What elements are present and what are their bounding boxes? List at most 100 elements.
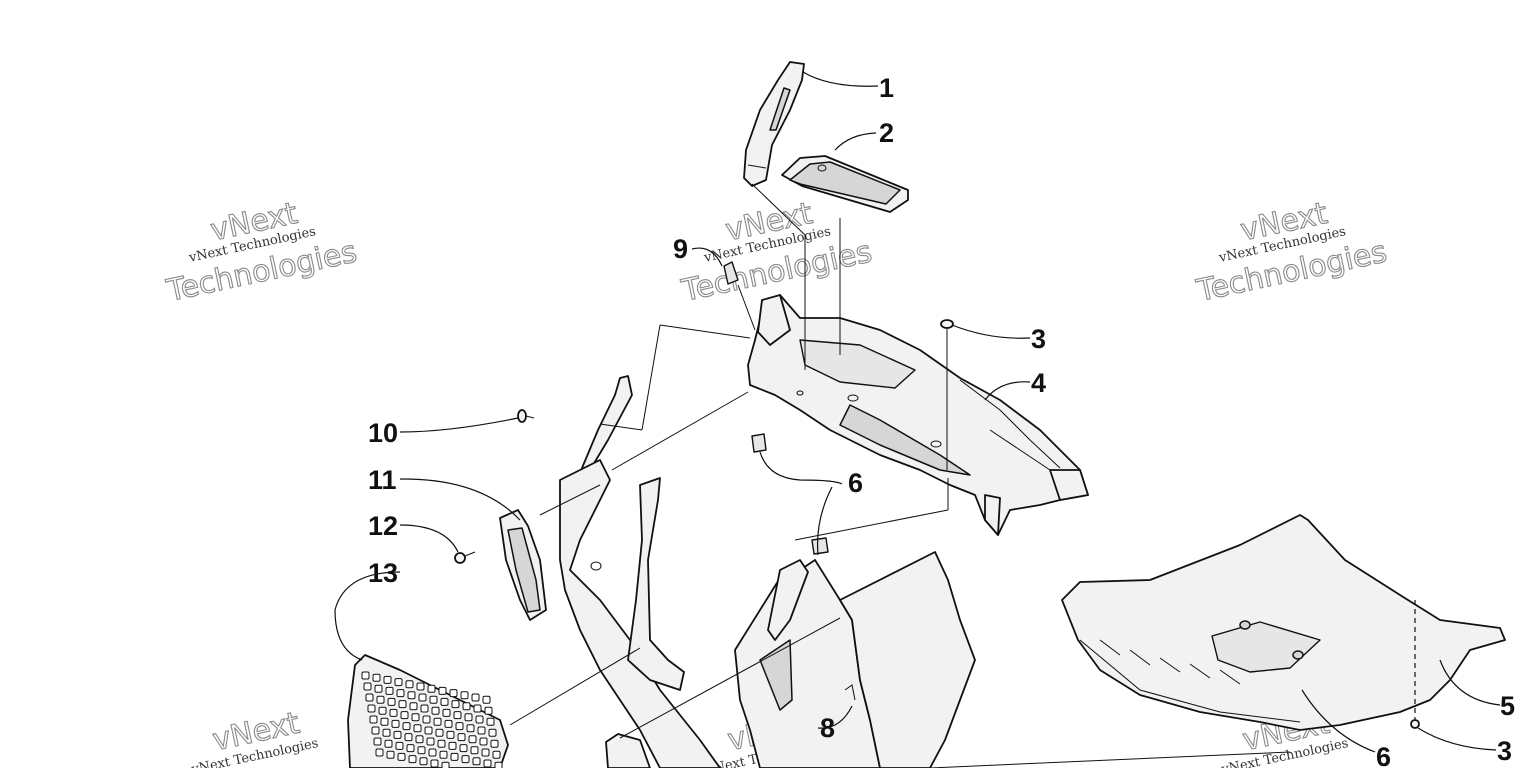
grille-hole	[371, 726, 380, 735]
grille-hole	[395, 741, 404, 750]
grille-hole	[462, 702, 471, 711]
grille-hole	[369, 715, 378, 724]
grille-hole	[439, 750, 448, 759]
grille-hole	[440, 697, 449, 706]
watermark-left-bottom: vNext vNext Technologies	[189, 705, 319, 768]
grille-hole	[389, 708, 398, 717]
grille-hole	[446, 730, 455, 739]
callout-4: 4	[1031, 368, 1046, 398]
grille-hole	[365, 693, 374, 702]
part-5-skid-plate	[1061, 514, 1506, 731]
part-9-clip	[723, 261, 739, 285]
grille-hole	[378, 706, 387, 715]
grille-hole	[417, 746, 426, 755]
grille-hole	[453, 711, 462, 720]
grille-hole	[416, 682, 425, 691]
callout-9: 9	[673, 234, 688, 264]
watermark-center-top: vNext vNext Technologies Technologies	[678, 195, 876, 309]
grille-hole	[492, 750, 501, 759]
grille-hole	[400, 711, 409, 720]
grille-hole	[413, 724, 422, 733]
grille-hole	[376, 695, 385, 704]
watermark-right-top: vNext vNext Technologies Technologies	[1193, 195, 1391, 309]
grille-hole	[484, 706, 493, 715]
callout-6-lower: 6	[1376, 742, 1391, 768]
grille-hole	[386, 750, 395, 759]
grille-hole	[490, 739, 499, 748]
grille-hole	[375, 748, 384, 757]
part-3-screw	[940, 319, 954, 470]
grille-hole	[380, 717, 389, 726]
callout-13: 13	[368, 558, 398, 588]
callout-8: 8	[820, 713, 835, 743]
leader-lines	[334, 71, 1501, 768]
grille-hole	[385, 686, 394, 695]
grille-hole	[424, 726, 433, 735]
callout-3-lower: 3	[1497, 736, 1512, 766]
grille-hole	[367, 704, 376, 713]
grille-hole	[450, 752, 459, 761]
grille-hole	[483, 759, 492, 768]
grille-hole	[361, 671, 370, 680]
grille-hole	[394, 678, 403, 687]
grille-hole	[402, 722, 411, 731]
part-8-cover	[734, 551, 976, 768]
grille-hole	[494, 761, 503, 768]
grille-hole	[477, 726, 486, 735]
callout-11: 11	[368, 465, 397, 495]
grille-hole	[442, 708, 451, 717]
grille-hole	[393, 730, 402, 739]
grille-hole	[488, 728, 497, 737]
part-10-screw	[517, 409, 535, 423]
grille-hole	[405, 680, 414, 689]
grille-hole	[430, 759, 439, 768]
watermark-left-top: vNext vNext Technologies Technologies	[163, 195, 361, 309]
left-bracket	[581, 375, 633, 471]
grille-hole	[444, 719, 453, 728]
grille-hole	[473, 704, 482, 713]
grille-hole	[482, 695, 491, 704]
grille-hole	[418, 693, 427, 702]
grille-hole	[451, 700, 460, 709]
part-13-grille	[347, 654, 509, 768]
callout-3: 3	[1031, 324, 1046, 354]
part-4-panel	[747, 294, 1089, 536]
grille-hole	[373, 737, 382, 746]
callout-5: 5	[1500, 691, 1515, 721]
front-bezel	[559, 459, 721, 768]
grille-hole	[419, 757, 428, 766]
grille-hole	[468, 735, 477, 744]
callout-10: 10	[368, 418, 398, 448]
grille-hole	[372, 673, 381, 682]
callout-12: 12	[368, 511, 398, 541]
grille-hole	[455, 722, 464, 731]
grille-hole	[411, 713, 420, 722]
grille-hole	[422, 715, 431, 724]
grille-hole	[363, 682, 372, 691]
grille-hole	[406, 744, 415, 753]
callout-labels: 1 2 3 4 5 6 8 9 10 11 12 13 3 6	[368, 73, 1515, 768]
grille-hole	[384, 739, 393, 748]
grille-hole	[449, 689, 458, 698]
grille-hole	[409, 702, 418, 711]
grille-hole	[464, 713, 473, 722]
grille-hole	[457, 733, 466, 742]
part-1-strap	[743, 61, 805, 187]
grille-hole	[428, 748, 437, 757]
callout-1: 1	[879, 73, 894, 103]
grille-hole	[441, 761, 450, 768]
part-12-screw	[454, 551, 476, 564]
grille-hole	[481, 748, 490, 757]
lower-left-bracket	[605, 559, 809, 768]
grille-hole	[382, 728, 391, 737]
grille-hole	[431, 706, 440, 715]
grille-hole	[398, 700, 407, 709]
grille-hole	[471, 693, 480, 702]
grille-hole	[438, 686, 447, 695]
grille-hole	[461, 755, 470, 764]
grille-hole	[435, 728, 444, 737]
callout-2: 2	[879, 118, 894, 148]
grille-hole	[383, 675, 392, 684]
part-2-pad	[781, 155, 909, 213]
